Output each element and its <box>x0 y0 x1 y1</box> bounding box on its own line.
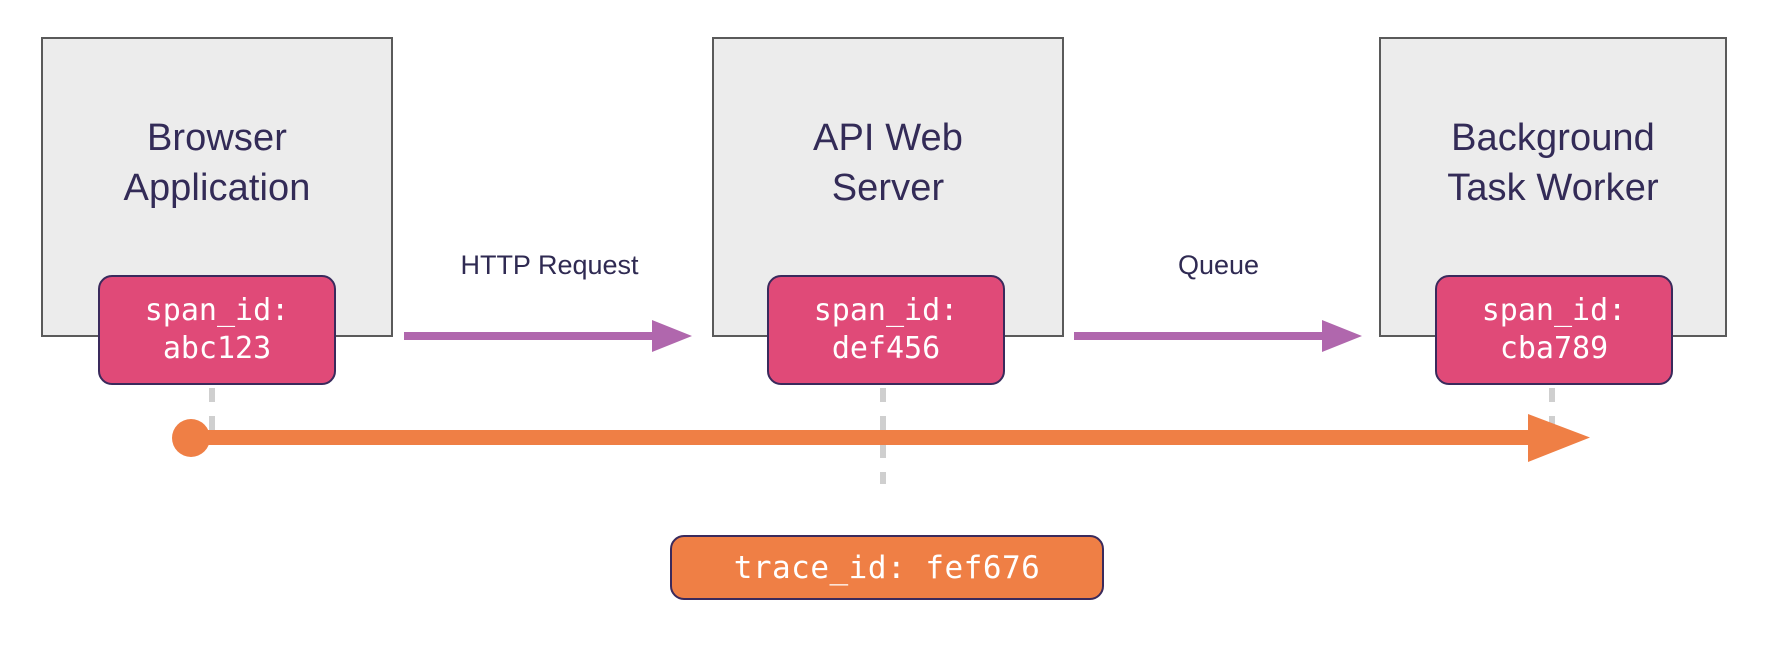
service-title-browser: Browser Application <box>123 116 311 209</box>
span-badge-api-web-server[interactable]: span_id: def456 <box>767 275 1005 385</box>
service-title-api-web-server: API Web Server <box>813 116 963 209</box>
span-badge-browser[interactable]: span_id: abc123 <box>98 275 336 385</box>
service-title-background-task-worker: Background Task Worker <box>1447 116 1659 209</box>
flow-arrow-http-request <box>404 320 692 352</box>
dashed-connector-background-task-worker <box>1549 388 1555 440</box>
span-badge-background-task-worker[interactable]: span_id: cba789 <box>1435 275 1673 385</box>
trace-timeline-arrow <box>172 414 1590 462</box>
trace-id-badge[interactable]: trace_id: fef676 <box>670 535 1104 600</box>
flow-label-queue: Queue <box>1177 250 1260 280</box>
dashed-connector-browser <box>209 388 215 440</box>
flow-arrow-queue <box>1074 320 1362 352</box>
flow-label-http-request: HTTP Request <box>460 250 639 280</box>
